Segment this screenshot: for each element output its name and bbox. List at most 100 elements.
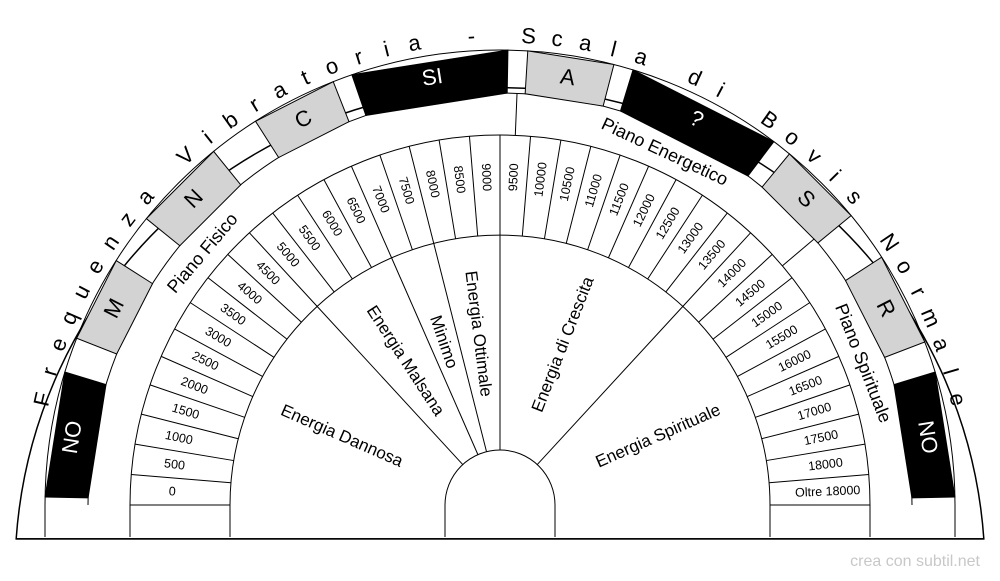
title-char: o [891,255,919,278]
title-char: a [632,43,652,71]
value-tick [647,194,703,280]
value-tick [543,139,562,239]
title-char: u [67,280,95,302]
value-label: 9500 [506,163,521,191]
title-char: N [875,229,905,256]
value-tick [323,179,372,268]
answer-box [619,69,775,177]
title-char: a [928,334,956,355]
value-tick [134,443,234,462]
title-char: i [713,78,729,102]
title-char: V [172,141,200,170]
value-tick [141,413,239,440]
value-tick [379,154,413,250]
value-tick [628,179,677,268]
value-tick [207,277,288,340]
title-char: F [28,390,55,409]
title-char: e [81,255,109,278]
value-label: 9000 [479,163,494,191]
value-tick [189,302,275,358]
title-char: i [825,165,846,186]
value-label: 10000 [531,161,549,197]
value-label: 1000 [164,428,194,447]
value-tick [698,254,773,323]
answer-box [254,80,350,159]
title-char: r [245,92,264,117]
value-tick [438,139,457,239]
answer-box-label: SI [420,63,444,91]
title-char: i [381,36,392,61]
value-label: 10500 [557,165,578,202]
value-tick [468,136,479,236]
title-char: a [406,29,423,56]
value-tick [747,355,840,397]
value-label: 0 [169,484,177,498]
value-tick [521,136,532,236]
title-char: a [577,29,594,56]
value-tick [249,232,318,307]
value-tick [587,154,621,250]
value-tick [149,384,245,418]
plane-separator [782,238,815,267]
title-char: q [55,307,83,328]
answer-box [44,371,107,499]
sector-divider [391,257,479,455]
title-char: r [906,283,932,301]
value-tick [761,413,859,440]
title-char: B [756,106,782,135]
title-char: t [297,65,313,90]
value-label: 18000 [807,455,843,473]
value-tick [160,355,253,397]
title-char: d [684,63,706,91]
credit-text: crea con subtil.net [850,553,980,570]
value-tick [608,165,650,258]
value-label: 17500 [803,427,840,448]
value-label: Oltre 18000 [795,483,861,500]
value-tick [725,302,811,358]
value-tick [712,277,793,340]
title-char: v [802,143,827,169]
title-char: b [218,106,242,134]
title-char: n [97,230,125,254]
value-tick [755,384,851,418]
answer-box-label: NO [57,419,87,456]
title-char: r [351,44,366,70]
title-char: l [938,366,963,378]
title-char: a [268,76,291,104]
title-char: e [44,334,72,354]
value-tick [297,194,353,280]
value-tick [272,212,335,293]
answer-box [351,49,509,117]
value-tick [227,254,302,323]
title-char: z [114,207,141,231]
answer-box [75,259,154,355]
value-tick [408,146,435,244]
value-tick [174,328,263,377]
title-char: m [916,304,946,331]
value-tick [131,473,231,484]
title-char: e [944,390,971,408]
sector-divider [433,243,487,452]
ring-arc [44,49,956,506]
answer-box [524,50,615,107]
title-char: r [36,364,62,378]
answer-box [844,256,926,358]
title-char: - [467,23,476,48]
value-tick [682,232,751,307]
title-char: i [198,126,217,149]
title-char: S [521,23,537,49]
sector-divider [536,306,684,465]
answer-box [145,150,242,247]
sector-divider [316,306,464,465]
title-char: s [842,184,868,209]
answer-box [893,371,956,499]
title-char: a [132,183,159,209]
answer-box [761,153,852,244]
value-tick [350,165,392,258]
answer-box-label: NO [913,419,943,456]
title-char: c [550,25,564,51]
value-tick [565,146,592,244]
value-tick [737,328,826,377]
value-label: 500 [163,456,185,472]
